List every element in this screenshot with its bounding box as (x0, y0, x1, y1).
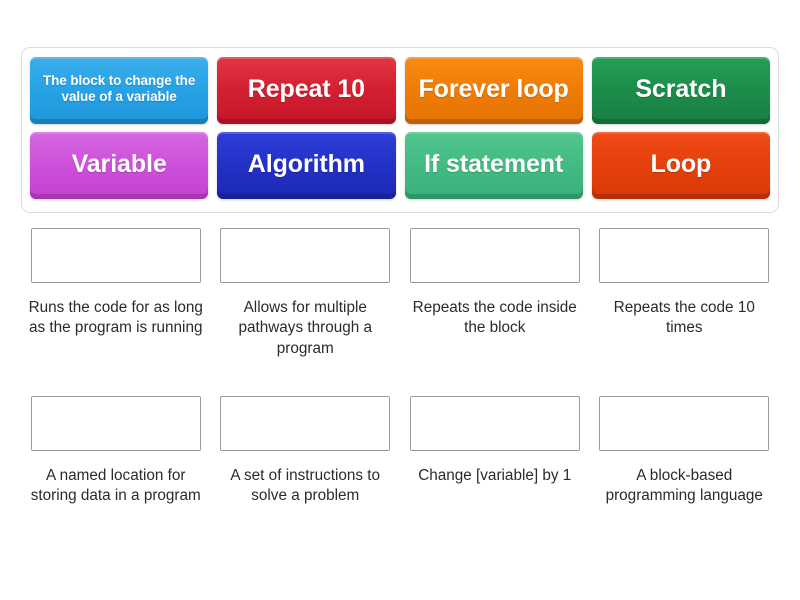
slot-cell-6: A set of instructions to solve a problem (211, 396, 401, 556)
tile-row-1: The block to change the value of a varia… (30, 57, 770, 124)
slot-caption-7: Change [variable] by 1 (418, 467, 572, 484)
tile-tray: The block to change the value of a varia… (21, 47, 779, 213)
slot-cell-5: A named location for storing data in a p… (21, 396, 211, 556)
slot-cell-2: Allows for multiple pathways through a p… (211, 228, 401, 396)
slot-caption-2: Allows for multiple pathways through a p… (238, 299, 372, 357)
tile-forever-loop[interactable]: Forever loop (404, 57, 583, 124)
slot-caption-5: A named location for storing data in a p… (30, 467, 201, 505)
slot-cell-7: Change [variable] by 1 (400, 396, 590, 556)
slot-row-1: Runs the code for as long as the program… (21, 228, 779, 396)
tile-scratch[interactable]: Scratch (591, 57, 770, 124)
dropzone-7[interactable] (409, 396, 580, 451)
tile-loop[interactable]: Loop (591, 132, 770, 199)
dropzone-2[interactable] (220, 228, 391, 283)
slot-cell-8: A block-based programming language (590, 396, 780, 556)
dropzone-4[interactable] (599, 228, 770, 283)
slot-caption-4: Repeats the code 10 times (613, 299, 755, 337)
dropzone-3[interactable] (409, 228, 580, 283)
tile-row-2: Variable Algorithm If statement Loop (30, 132, 770, 199)
slot-caption-8: A block-based programming language (605, 467, 763, 505)
tile-algorithm[interactable]: Algorithm (217, 132, 396, 199)
slot-caption-3: Repeats the code inside the block (412, 299, 577, 337)
slot-cell-3: Repeats the code inside the block (400, 228, 590, 396)
slot-grid: Runs the code for as long as the program… (21, 228, 779, 556)
dropzone-8[interactable] (599, 396, 770, 451)
dropzone-5[interactable] (30, 396, 201, 451)
dropzone-6[interactable] (220, 396, 391, 451)
slot-caption-6: A set of instructions to solve a problem (230, 467, 381, 505)
slot-caption-1: Runs the code for as long as the program… (28, 299, 203, 337)
dropzone-1[interactable] (30, 228, 201, 283)
tile-if-statement[interactable]: If statement (404, 132, 583, 199)
slot-row-2: A named location for storing data in a p… (21, 396, 779, 556)
tile-repeat-10[interactable]: Repeat 10 (217, 57, 396, 124)
tile-variable[interactable]: Variable (30, 132, 209, 199)
tile-the-block-to-change-the-value-of-a-variable[interactable]: The block to change the value of a varia… (30, 57, 209, 124)
slot-cell-4: Repeats the code 10 times (590, 228, 780, 396)
slot-cell-1: Runs the code for as long as the program… (21, 228, 211, 396)
